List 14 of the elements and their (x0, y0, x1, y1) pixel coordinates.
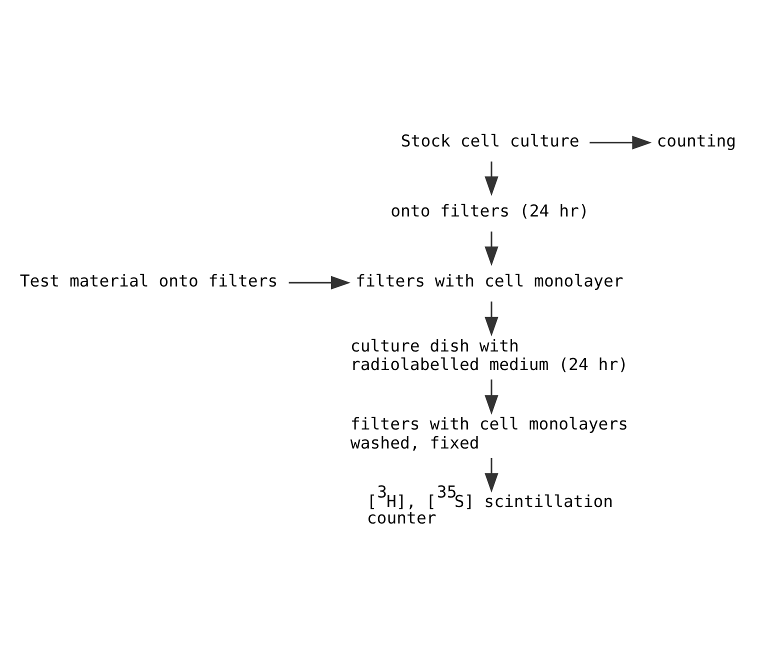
arrow (484, 162, 498, 196)
node-text: filters with cell monolayer (356, 272, 624, 291)
arrow (484, 380, 498, 415)
node-text: Test material onto filters (20, 272, 278, 291)
arrow (484, 302, 498, 336)
arrow (590, 136, 652, 150)
node-text: onto filters (24 hr) (390, 202, 589, 221)
node-text: filters with cell monolayers washed, fixed (350, 414, 628, 452)
arrow (288, 276, 351, 290)
node-text: Stock cell culture (400, 132, 580, 151)
node-text: culture dish with radiolabelled medium (24 hr) (350, 336, 628, 374)
node-text: counting (656, 132, 736, 151)
arrow (484, 458, 498, 493)
arrow (484, 232, 498, 266)
